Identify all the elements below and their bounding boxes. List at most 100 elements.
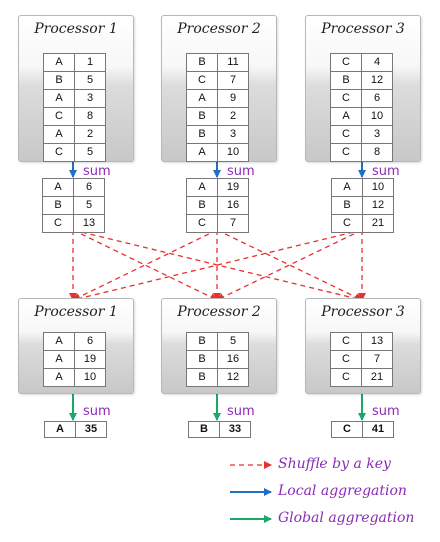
key-cell: C [186, 214, 218, 233]
value-cell: 10 [217, 143, 249, 162]
global-sum-label: sum [83, 404, 111, 419]
key-cell: A [43, 53, 75, 72]
value-cell: 13 [73, 214, 105, 233]
shuffle-arrow [72, 229, 363, 303]
key-cell: C [330, 53, 362, 72]
final-key: A [44, 421, 76, 438]
value-cell: 9 [217, 89, 249, 108]
value-cell: 5 [74, 71, 106, 90]
local-sum-label: sum [227, 164, 255, 179]
value-cell: 1 [74, 53, 106, 72]
key-cell: A [186, 143, 218, 162]
key-cell: B [186, 196, 218, 215]
key-cell: B [186, 368, 218, 387]
final-key: B [188, 421, 220, 438]
final-key: C [331, 421, 363, 438]
value-cell: 6 [361, 89, 393, 108]
key-cell: C [330, 350, 362, 369]
processor-title: Processor 2 [177, 304, 261, 320]
value-cell: 5 [217, 332, 249, 351]
processor-title: Processor 2 [177, 21, 261, 37]
final-value: 41 [362, 421, 394, 438]
key-cell: B [186, 350, 218, 369]
legend-global-label: Global aggregation [278, 510, 415, 526]
key-cell: B [186, 53, 218, 72]
value-cell: 10 [362, 178, 394, 197]
value-cell: 12 [362, 196, 394, 215]
global-sum-label: sum [372, 404, 400, 419]
key-cell: B [186, 332, 218, 351]
key-cell: C [330, 89, 362, 108]
key-cell: A [43, 125, 75, 144]
value-cell: 2 [217, 107, 249, 126]
final-value: 33 [219, 421, 251, 438]
value-cell: 19 [217, 178, 249, 197]
value-cell: 7 [217, 71, 249, 90]
value-cell: 16 [217, 350, 249, 369]
value-cell: 3 [361, 125, 393, 144]
key-cell: A [43, 368, 75, 387]
value-cell: 13 [361, 332, 393, 351]
key-cell: C [330, 368, 362, 387]
value-cell: 2 [74, 125, 106, 144]
key-cell: A [43, 332, 75, 351]
key-cell: A [43, 89, 75, 108]
key-cell: C [330, 332, 362, 351]
key-cell: B [186, 107, 218, 126]
value-cell: 7 [217, 214, 249, 233]
value-cell: 3 [217, 125, 249, 144]
key-cell: A [186, 89, 218, 108]
value-cell: 12 [361, 71, 393, 90]
value-cell: 12 [217, 368, 249, 387]
key-cell: C [331, 214, 363, 233]
processor-title: Processor 3 [321, 21, 405, 37]
local-sum-label: sum [83, 164, 111, 179]
local-sum-label: sum [372, 164, 400, 179]
global-sum-label: sum [227, 404, 255, 419]
value-cell: 5 [74, 143, 106, 162]
value-cell: 6 [74, 332, 106, 351]
key-cell: C [43, 143, 75, 162]
key-cell: A [330, 107, 362, 126]
key-cell: A [43, 350, 75, 369]
